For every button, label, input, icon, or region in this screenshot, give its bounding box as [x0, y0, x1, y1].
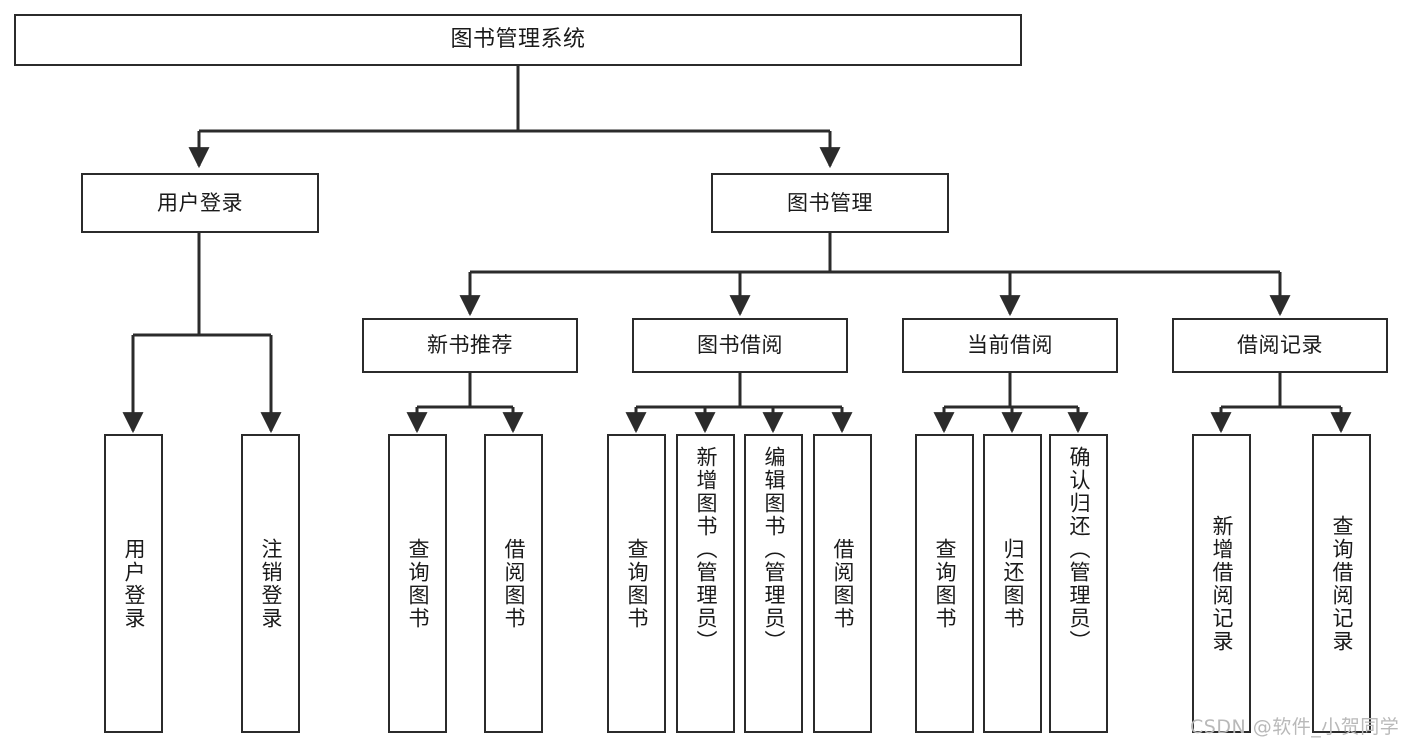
node-leaf-logout-login-label: 注销登录 [259, 537, 283, 630]
node-user-login[interactable]: 用户登录 [81, 173, 319, 233]
node-leaf-user-login-label: 用户登录 [122, 537, 146, 630]
node-leaf-add-record[interactable]: 新增借阅记录 [1192, 434, 1251, 733]
node-leaf-query-record[interactable]: 查询借阅记录 [1312, 434, 1371, 733]
node-leaf-return-book[interactable]: 归还图书 [983, 434, 1042, 733]
node-leaf-query-book-3-label: 查询图书 [933, 537, 957, 630]
node-leaf-edit-book-label: 编辑图书（管理员） [762, 446, 786, 653]
node-leaf-borrow-book-2-label: 借阅图书 [831, 537, 855, 630]
node-borrow-record[interactable]: 借阅记录 [1172, 318, 1388, 373]
node-leaf-logout-login[interactable]: 注销登录 [241, 434, 300, 733]
node-leaf-query-book-1-label: 查询图书 [406, 537, 430, 630]
node-leaf-borrow-book-1-label: 借阅图书 [502, 537, 526, 630]
node-leaf-user-login[interactable]: 用户登录 [104, 434, 163, 733]
node-leaf-confirm-return-label: 确认归还（管理员） [1067, 446, 1091, 653]
node-book-borrow-label: 图书借阅 [697, 333, 783, 358]
node-leaf-return-book-label: 归还图书 [1001, 537, 1025, 630]
watermark: CSDN @软件_小贺同学 [1190, 716, 1400, 738]
node-book-borrow[interactable]: 图书借阅 [632, 318, 848, 373]
node-new-book-recommend[interactable]: 新书推荐 [362, 318, 578, 373]
node-leaf-add-record-label: 新增借阅记录 [1210, 514, 1234, 653]
node-leaf-borrow-book-1[interactable]: 借阅图书 [484, 434, 543, 733]
node-user-login-label: 用户登录 [157, 190, 243, 215]
node-leaf-query-book-1[interactable]: 查询图书 [388, 434, 447, 733]
node-leaf-query-book-3[interactable]: 查询图书 [915, 434, 974, 733]
node-book-management[interactable]: 图书管理 [711, 173, 949, 233]
node-leaf-query-record-label: 查询借阅记录 [1330, 514, 1354, 653]
node-book-management-label: 图书管理 [787, 190, 873, 215]
node-leaf-borrow-book-2[interactable]: 借阅图书 [813, 434, 872, 733]
node-root-label: 图书管理系统 [450, 27, 586, 53]
node-leaf-add-book-label: 新增图书（管理员） [694, 446, 718, 653]
node-current-borrow-label: 当前借阅 [967, 333, 1053, 358]
node-borrow-record-label: 借阅记录 [1237, 333, 1323, 358]
node-root[interactable]: 图书管理系统 [14, 14, 1022, 66]
node-leaf-confirm-return[interactable]: 确认归还（管理员） [1049, 434, 1108, 733]
node-leaf-query-book-2[interactable]: 查询图书 [607, 434, 666, 733]
node-leaf-query-book-2-label: 查询图书 [625, 537, 649, 630]
node-leaf-add-book[interactable]: 新增图书（管理员） [676, 434, 735, 733]
node-leaf-edit-book[interactable]: 编辑图书（管理员） [744, 434, 803, 733]
node-current-borrow[interactable]: 当前借阅 [902, 318, 1118, 373]
node-new-book-recommend-label: 新书推荐 [427, 333, 513, 358]
